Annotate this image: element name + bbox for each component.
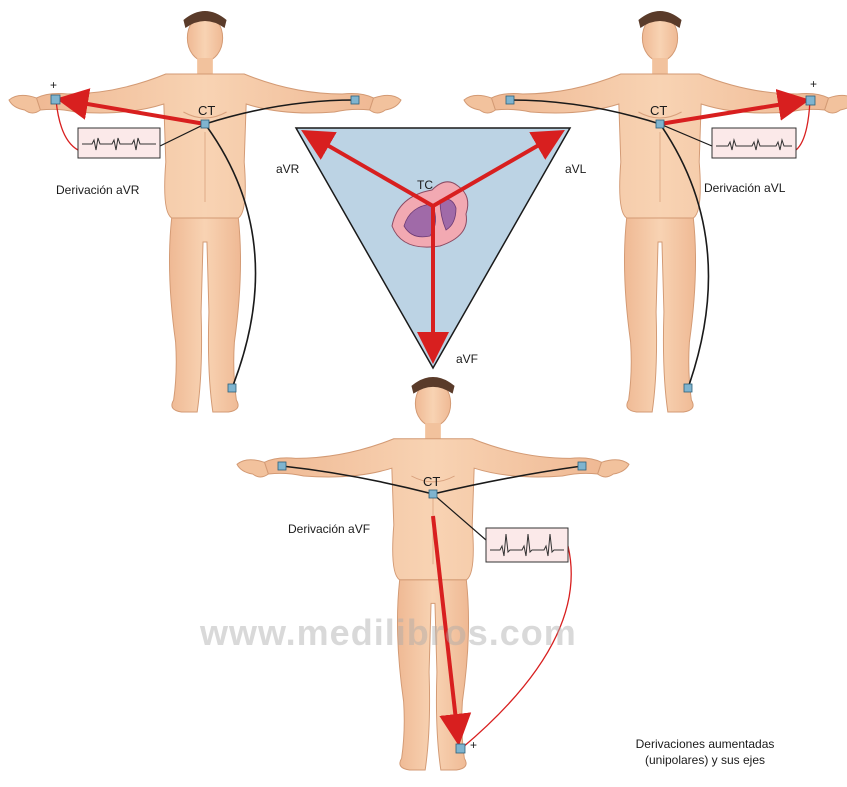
ecg-trace-icon xyxy=(712,128,796,158)
plus-sign-bottom: + xyxy=(470,738,477,752)
axis-label-avl: aVL xyxy=(565,162,586,176)
center-label-tc: TC xyxy=(417,178,433,192)
einthoven-triangle xyxy=(296,128,570,368)
electrode-icon xyxy=(351,96,359,104)
electrode-icon xyxy=(684,384,692,392)
axis-label-avr: aVR xyxy=(276,162,299,176)
electrode-icon xyxy=(429,490,437,498)
figure-left-avr xyxy=(9,11,401,412)
caption-line-2: (unipolares) y sus ejes xyxy=(590,752,820,768)
axis-label-avf: aVF xyxy=(456,352,478,366)
caption-line-1: Derivaciones aumentadas xyxy=(590,736,820,752)
watermark: www.medilibros.com xyxy=(200,612,577,654)
figure-caption: Derivaciones aumentadas (unipolares) y s… xyxy=(590,736,820,768)
electrode-icon xyxy=(506,96,514,104)
electrode-icon xyxy=(806,96,815,105)
electrode-icon xyxy=(228,384,236,392)
lead-label-avr: Derivación aVR xyxy=(56,183,139,197)
figure-bottom-avf xyxy=(237,377,629,770)
electrode-icon xyxy=(278,462,286,470)
electrode-icon xyxy=(51,95,60,104)
plus-sign-right: + xyxy=(810,77,817,91)
electrode-icon xyxy=(656,120,664,128)
ecg-trace-icon xyxy=(78,128,160,158)
ct-label-bottom: CT xyxy=(423,474,440,489)
electrode-icon xyxy=(201,120,209,128)
lead-label-avf: Derivación aVF xyxy=(288,522,370,536)
ecg-trace-icon xyxy=(486,528,568,562)
electrode-icon xyxy=(456,744,465,753)
ct-label-right: CT xyxy=(650,103,667,118)
ct-label-left: CT xyxy=(198,103,215,118)
electrode-icon xyxy=(578,462,586,470)
plus-sign-left: + xyxy=(50,78,57,92)
lead-label-avl: Derivación aVL xyxy=(704,181,785,195)
